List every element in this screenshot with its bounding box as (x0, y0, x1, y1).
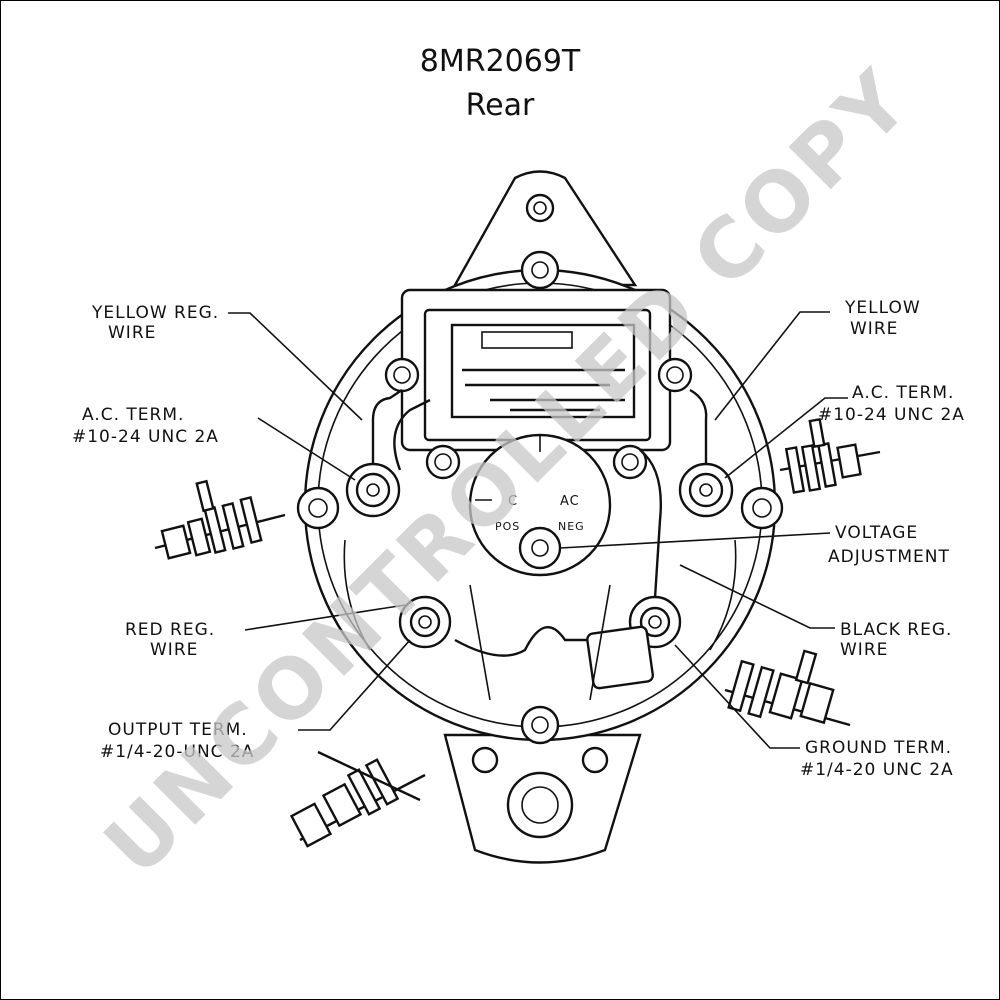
dial-mark-neg: NEG (558, 520, 585, 533)
leader-ground (674, 644, 800, 749)
label-yellow-reg-2: WIRE (108, 323, 156, 343)
label-ac-left-2: #10-24 UNC 2A (72, 427, 219, 447)
right-ac-hardware (779, 417, 881, 494)
leader-output (298, 639, 411, 731)
label-output-2: #1/4-20-UNC 2A (100, 742, 254, 762)
left-lug (296, 486, 340, 530)
black-reg-wire-path (639, 449, 662, 599)
label-voltage-2: ADJUSTMENT (828, 547, 950, 567)
label-ac-right-2: #10-24 UNC 2A (818, 405, 965, 425)
dial-mark-c: C (508, 494, 518, 509)
label-yellow-wire-2: WIRE (850, 319, 898, 339)
yellow-wire-path (689, 388, 708, 465)
top-ear-hole (525, 193, 555, 223)
top-lug (520, 250, 560, 290)
label-yellow-wire-1: YELLOW (844, 298, 921, 318)
right-lug (740, 486, 784, 530)
leader-red-reg (244, 604, 406, 631)
label-ac-left-1: A.C. TERM. (82, 405, 184, 425)
voltage-adjust-screw (518, 526, 562, 570)
label-ac-right-1: A.C. TERM. (852, 383, 954, 403)
label-black-reg-1: BLACK REG. (840, 620, 952, 640)
dial-mark-pos: POS (495, 520, 520, 533)
label-ground-2: #1/4-20 UNC 2A (800, 760, 954, 780)
leader-yellow-reg (228, 312, 363, 421)
output-terminal (398, 595, 452, 649)
ground-hardware (724, 649, 851, 727)
leader-black-reg (679, 564, 835, 629)
ac-terminal-left (345, 462, 401, 518)
red-reg-wire-path (393, 398, 431, 471)
diagram-subtitle: Rear (465, 88, 535, 123)
label-yellow-reg-1: YELLOW REG. (91, 303, 219, 323)
bottom-lug (520, 705, 560, 745)
leader-yellow-wire (714, 311, 830, 421)
diagram-title: 8MR2069T (419, 44, 581, 79)
left-ac-hardware (154, 479, 286, 560)
label-output-1: OUTPUT TERM. (108, 720, 248, 740)
label-ground-1: GROUND TERM. (805, 738, 952, 758)
label-red-reg-2: WIRE (150, 640, 198, 660)
dial-mark-ac: AC (560, 494, 580, 509)
output-hardware (289, 750, 426, 848)
leader-voltage (559, 532, 831, 549)
label-red-reg-1: RED REG. (125, 620, 215, 640)
ac-terminal-right (678, 462, 734, 518)
bottom-foot-hole (506, 771, 574, 839)
yellow-reg-wire-path (371, 389, 403, 465)
regulator-nameplate (450, 323, 636, 419)
leader-ac-left (257, 417, 356, 481)
top-mounting-ear (452, 170, 638, 287)
label-black-reg-2: WIRE (840, 640, 888, 660)
leader-ac-right (724, 397, 848, 479)
label-voltage-1: VOLTAGE (835, 523, 918, 543)
